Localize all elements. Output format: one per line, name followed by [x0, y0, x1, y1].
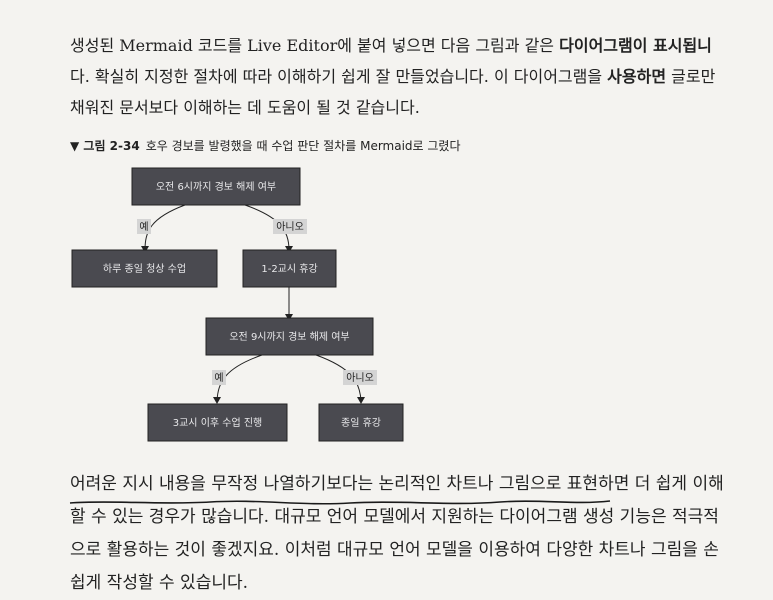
arrowhead-n5 — [213, 397, 221, 404]
figure-caption-text: 호우 경보를 발령했을 때 수업 판단 절차를 Mermaid로 그렸다 — [145, 139, 461, 153]
intro-paragraph: 생성된 Mermaid 코드를 Live Editor에 붙여 넣으면 다음 그… — [70, 30, 730, 123]
edge-label-e3: 예 — [212, 370, 226, 385]
edge-label-e4: 아니오 — [343, 370, 377, 385]
node-n6-label: 종일 휴강 — [341, 417, 381, 429]
node-n2-label: 하루 종일 청상 수업 — [103, 262, 186, 275]
edge-label-e4-text: 아니오 — [346, 372, 374, 384]
arrowhead-n6 — [357, 397, 365, 404]
edge-label-e1: 예 — [137, 219, 151, 234]
intro-bold-1: 다이어그램이 표시됩니 — [559, 36, 712, 55]
body-paragraph: 어려운 지시 내용을 무작정 나열하기보다는 논리적인 차트나 그림으로 표현하… — [70, 474, 724, 593]
node-n4-label: 오전 9시까지 경보 해제 여부 — [229, 330, 349, 343]
node-n2: 하루 종일 청상 수업 — [71, 249, 218, 288]
node-n3-label: 1-2교시 휴강 — [261, 263, 317, 275]
node-n1: 오전 6시까지 경보 해제 여부 — [131, 167, 301, 206]
handwritten-underline — [69, 500, 611, 505]
node-n6: 종일 휴강 — [318, 403, 404, 442]
node-n3: 1-2교시 휴강 — [242, 249, 337, 288]
edge-label-e3-text: 예 — [214, 372, 223, 384]
intro-text-2: 다. 확실히 지정한 절차에 따라 이해하기 쉽게 잘 만들었습니다. 이 다이… — [70, 67, 608, 86]
node-n4: 오전 9시까지 경보 해제 여부 — [205, 317, 374, 356]
edge-n4-n5 — [216, 354, 263, 402]
intro-text-3: 글로만 채워진 문서보다 이해하는 데 도움이 될 것 같습니다. — [70, 67, 716, 117]
node-n1-label: 오전 6시까지 경보 해제 여부 — [156, 180, 276, 193]
node-n5-label: 3교시 이후 수업 진행 — [173, 416, 263, 429]
edge-n1-n2 — [144, 204, 186, 251]
node-n5: 3교시 이후 수업 진행 — [147, 403, 288, 442]
intro-bold-2: 사용하면 — [607, 67, 667, 86]
intro-text-1: 생성된 Mermaid 코드를 Live Editor에 붙여 넣으면 다음 그… — [70, 36, 560, 55]
figure-label: ▼ 그림 2-34 — [70, 139, 140, 153]
figure-caption: ▼ 그림 2-34 호우 경보를 발령했을 때 수업 판단 절차를 Mermaid… — [70, 137, 461, 154]
edge-label-e1-text: 예 — [139, 221, 148, 233]
edge-label-e2: 아니오 — [273, 219, 307, 234]
edge-label-e2-text: 아니오 — [276, 221, 304, 233]
